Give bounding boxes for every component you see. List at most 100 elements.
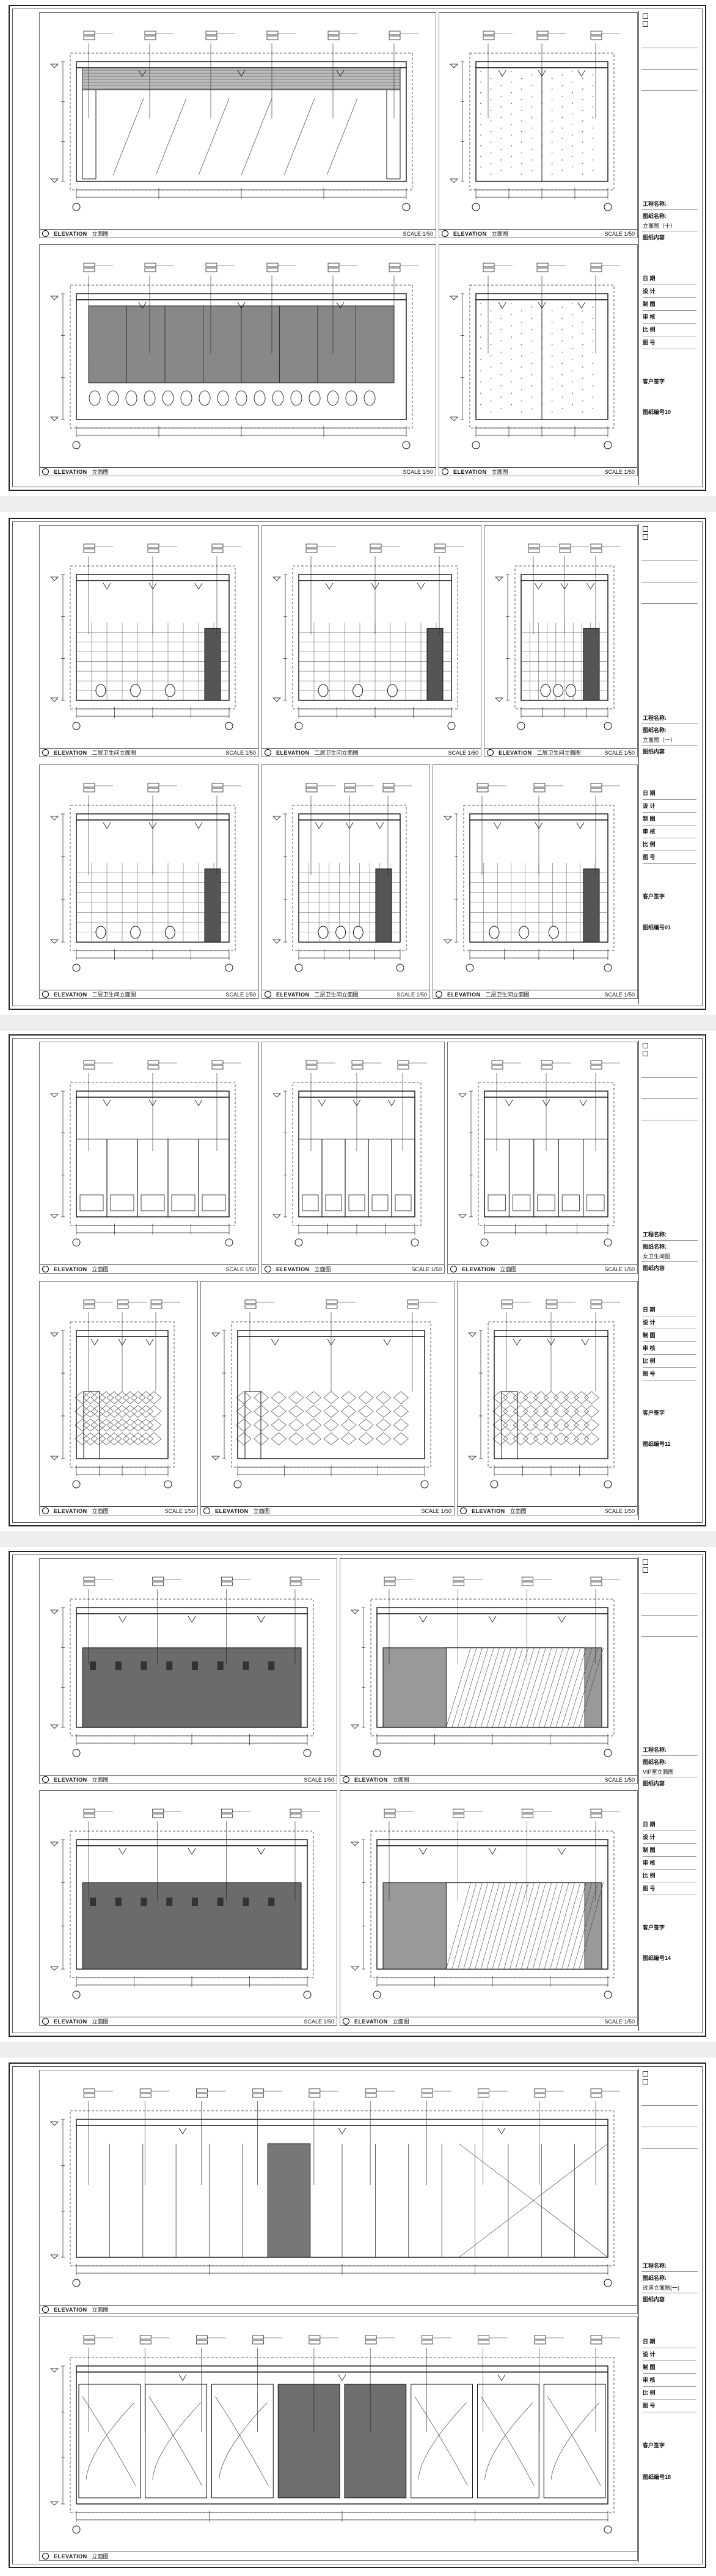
- signature-row: 设 计: [643, 287, 696, 298]
- signature-row: 审 核: [643, 1344, 696, 1355]
- title-divider: [641, 90, 698, 91]
- elevation-drawing: [50, 1809, 320, 1999]
- detail-marker-icon: [42, 230, 49, 237]
- elevation-drawing: [50, 2335, 620, 2534]
- sheet-number: 14: [665, 1955, 671, 1962]
- caption-scale: SCALE 1/50: [604, 749, 635, 756]
- caption-subtitle: 二层卫生间立面图: [314, 750, 359, 756]
- revision-check-row: [643, 1043, 696, 1048]
- drawing-content-label: 图纸内容: [643, 1780, 665, 1787]
- sheet-number: 01: [665, 924, 671, 931]
- caption-scale: SCALE 1/50: [403, 230, 433, 237]
- detail-marker-icon: [42, 2306, 49, 2313]
- detail-marker-icon: [42, 1776, 49, 1783]
- checkbox-icon: [643, 2079, 648, 2084]
- title-divider: [641, 1615, 698, 1616]
- caption-subtitle: 立面图: [92, 1508, 109, 1514]
- caption-scale: SCALE 1/50: [396, 991, 427, 998]
- title-divider: [641, 1240, 698, 1241]
- revision-check-row: [643, 1051, 696, 1056]
- checkbox-icon: [643, 534, 648, 540]
- caption-scale: SCALE 1/50: [604, 1776, 635, 1783]
- caption-title: ELEVATION: [54, 2018, 87, 2025]
- revision-check-row: [643, 21, 696, 27]
- detail-marker-icon: [265, 749, 271, 756]
- caption-subtitle: 二层卫生间立面图: [92, 750, 136, 756]
- caption-subtitle: 立面图: [500, 1266, 517, 1272]
- sheet-number-row: 图纸编号14: [643, 1954, 696, 1962]
- title-block: 工程名称:图纸名称:过道立面图(一)图纸内容日 期设 计制 图审 核比 例图 号…: [638, 2069, 700, 2562]
- caption-title: ELEVATION: [54, 1266, 87, 1272]
- title-divider: [641, 745, 698, 746]
- sheet-number-row: 图纸编号18: [643, 2473, 696, 2481]
- client-signature-label: 客户签字: [643, 2442, 665, 2449]
- title-divider: [641, 603, 698, 604]
- elevation-panel: ELEVATION 二层卫生间立面图 SCALE 1/50: [261, 525, 481, 757]
- caption-title: ELEVATION: [54, 2306, 87, 2313]
- caption-title: ELEVATION: [276, 749, 310, 756]
- title-spacer: [639, 2414, 700, 2439]
- signature-row: 设 计: [643, 2350, 696, 2361]
- revision-check-row: [643, 2071, 696, 2077]
- caption-scale: SCALE 1/50: [448, 749, 478, 756]
- caption-scale: SCALE 1/50: [604, 230, 635, 237]
- revision-check-row: [643, 2079, 696, 2084]
- sheet-number-row: 图纸编号01: [643, 923, 696, 931]
- sheet-separator: [0, 1531, 716, 1547]
- signature-row: 日 期: [643, 274, 696, 285]
- title-spacer: [639, 1418, 700, 1438]
- elevation-drawing: [468, 1299, 620, 1489]
- signature-row: 设 计: [643, 1833, 696, 1844]
- caption-scale: SCALE 1/50: [411, 1266, 442, 1272]
- sheet-number-label: 图纸编号: [643, 924, 665, 931]
- title-spacer: [639, 2451, 700, 2471]
- detail-marker-icon: [343, 1776, 349, 1783]
- checkbox-icon: [643, 13, 648, 19]
- caption-title: ELEVATION: [354, 1776, 388, 1783]
- caption-scale: SCALE 1/50: [225, 1266, 256, 1272]
- project-label: 工程名称:: [643, 201, 667, 208]
- sheet-separator: [0, 2042, 716, 2058]
- detail-marker-icon: [42, 991, 49, 998]
- signature-row: 设 计: [643, 1318, 696, 1329]
- signature-row: 日 期: [643, 2337, 696, 2348]
- caption-title: ELEVATION: [54, 230, 87, 237]
- title-divider: [641, 209, 698, 211]
- elevation-drawing: [458, 1060, 620, 1247]
- signature-row: 日 期: [643, 1820, 696, 1831]
- signature-row: 比 例: [643, 2389, 696, 2400]
- detail-marker-icon: [42, 2018, 49, 2025]
- project-label: 工程名称:: [643, 715, 667, 722]
- signature-row: 审 核: [643, 827, 696, 838]
- elevation-drawing: [450, 263, 620, 449]
- title-spacer: [639, 866, 700, 890]
- checkbox-icon: [643, 1559, 648, 1565]
- detail-marker-icon: [42, 2553, 49, 2560]
- client-signature-label: 客户签字: [643, 378, 665, 385]
- detail-marker-icon: [203, 1508, 210, 1514]
- caption-title: ELEVATION: [354, 2018, 388, 2025]
- title-spacer: [639, 1274, 700, 1303]
- caption-scale: SCALE 1/50: [604, 1266, 635, 1272]
- detail-marker-icon: [460, 1508, 467, 1514]
- elevation-drawing: [272, 1060, 427, 1247]
- title-spacer: [639, 604, 700, 712]
- title-divider: [641, 69, 698, 70]
